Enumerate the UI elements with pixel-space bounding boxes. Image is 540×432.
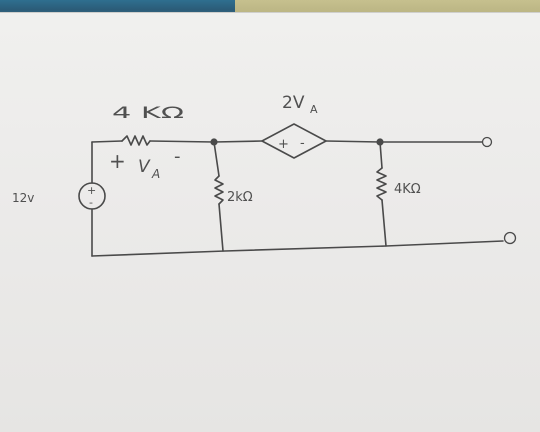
label-src-plus: +	[87, 184, 96, 197]
wire-4k-lower	[381, 199, 387, 247]
junction-node-1	[210, 138, 218, 146]
label-va-sub: A	[151, 167, 160, 181]
output-terminal-bottom	[503, 231, 517, 245]
wire-top-left	[91, 140, 123, 143]
label-source-voltage: 12v	[12, 191, 34, 205]
label-dep-source-sub: A	[310, 103, 318, 116]
wire-2k-lower	[218, 203, 224, 252]
output-terminal-top	[481, 136, 493, 148]
resistor-4k-series	[121, 135, 151, 146]
resistor-4k-shunt	[376, 167, 387, 201]
label-r3: 4KΩ	[394, 182, 421, 197]
label-dep-source: 2V	[282, 93, 305, 113]
label-va: V	[138, 157, 151, 177]
label-r2: 2kΩ	[227, 190, 253, 205]
wire-top-to-dep	[213, 140, 263, 143]
dependent-source-diamond	[261, 123, 327, 159]
resistor-2k	[214, 175, 224, 205]
wire-2k-upper	[213, 141, 220, 177]
wire-top-mid	[149, 140, 215, 143]
label-dep-plus: +	[278, 137, 289, 152]
label-dep-minus: -	[300, 136, 305, 151]
wire-dep-to-node2	[325, 140, 381, 143]
junction-node-2	[376, 138, 384, 146]
wire-4k-upper	[379, 141, 383, 169]
label-src-minus: -	[89, 196, 93, 209]
label-r1: 4 KΩ	[112, 103, 184, 122]
label-va-minus: -	[174, 146, 181, 167]
wire-bottom	[91, 240, 504, 257]
paper-sheet	[0, 12, 540, 432]
label-va-plus: +	[109, 149, 126, 173]
